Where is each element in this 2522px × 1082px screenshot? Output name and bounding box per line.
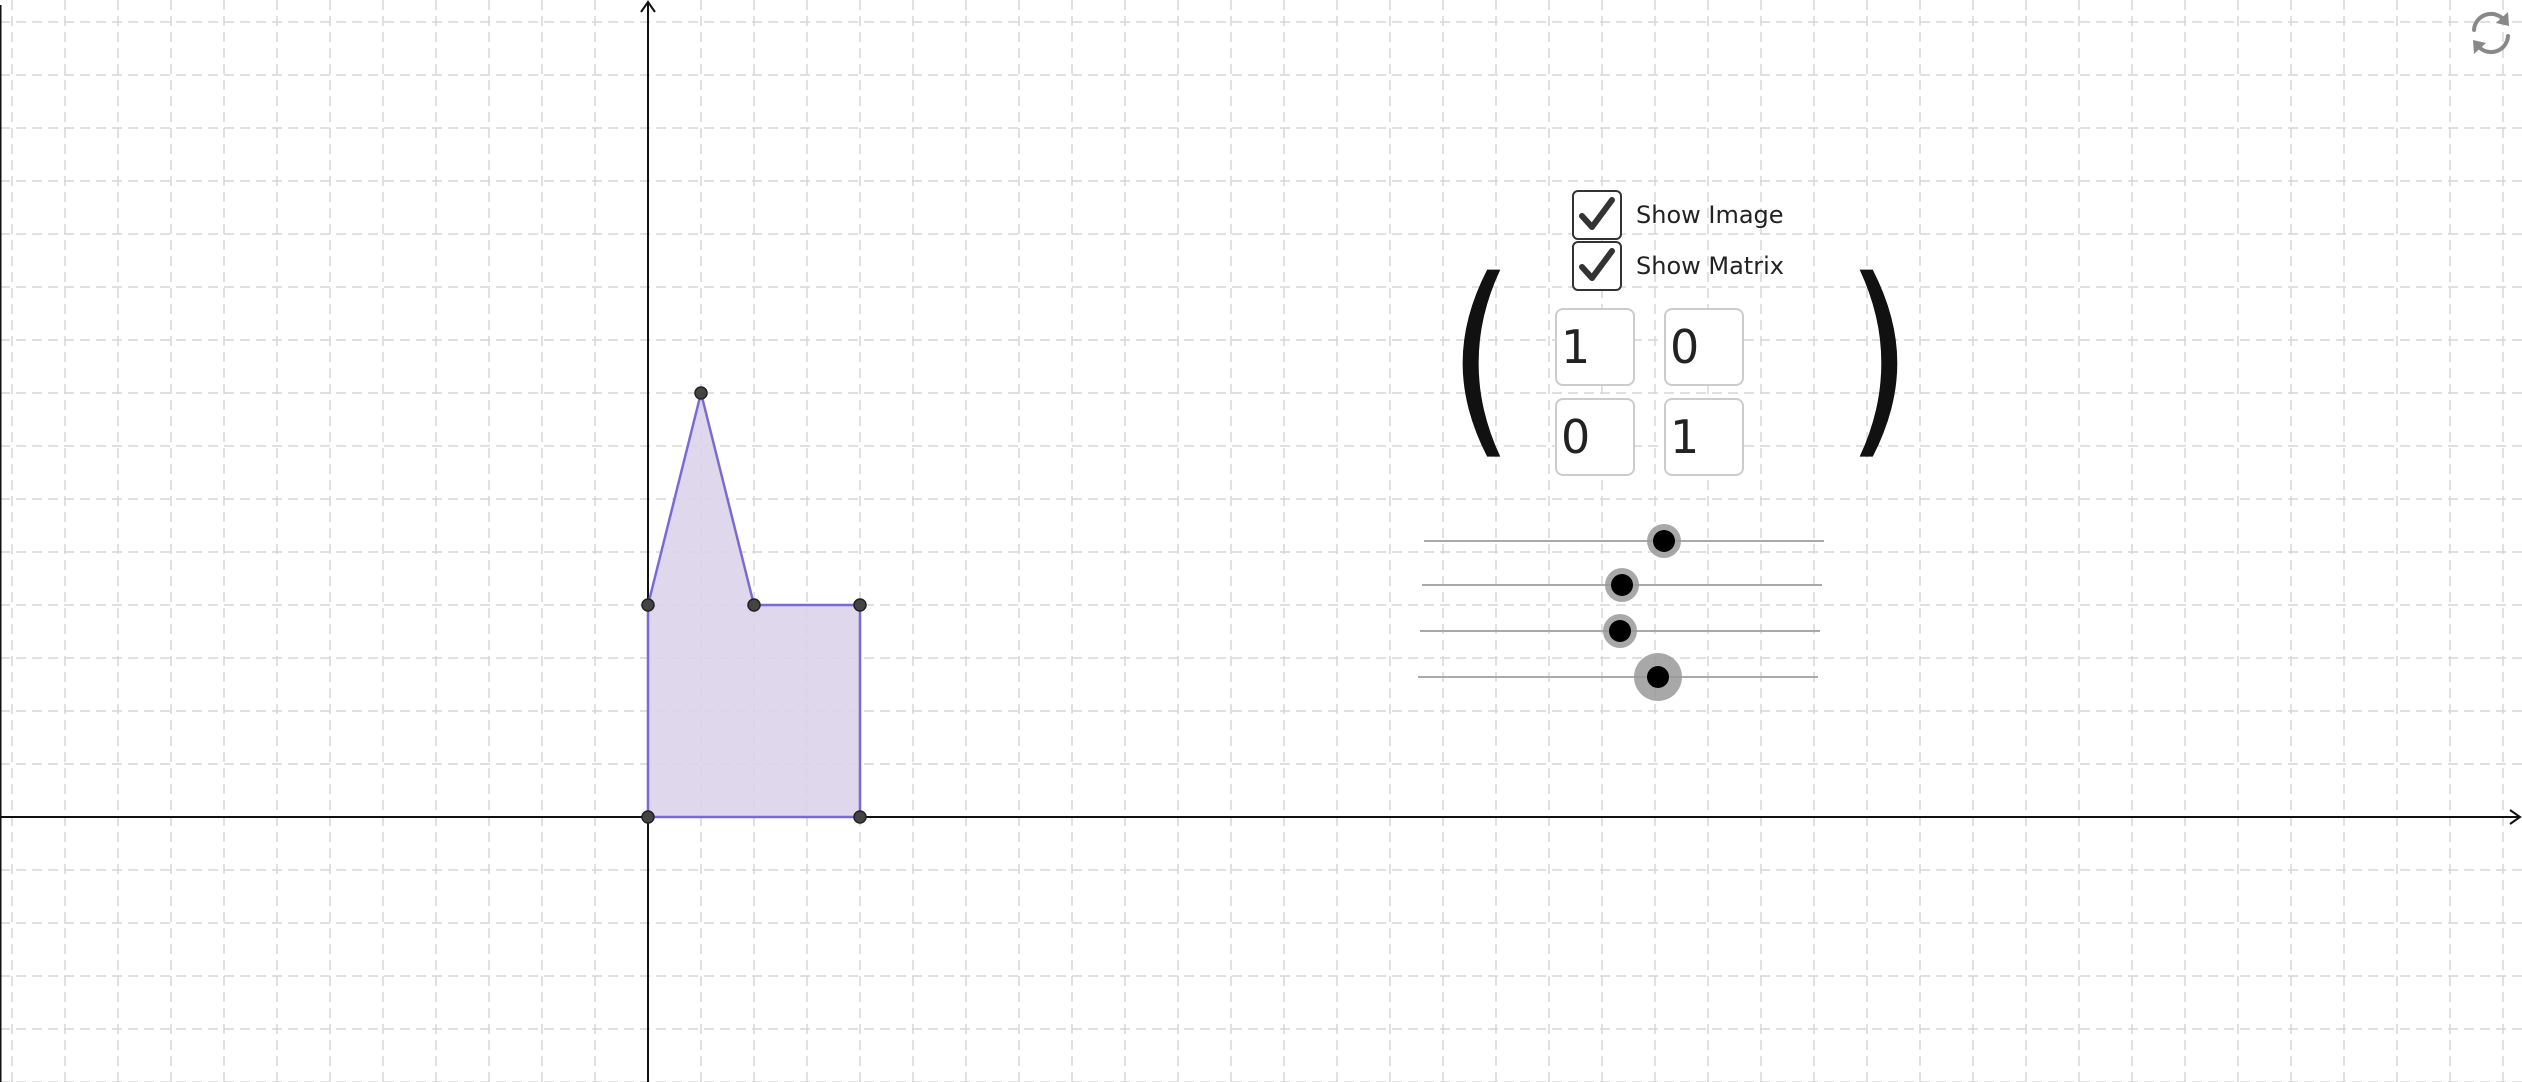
polygon-vertex-point (853, 598, 867, 612)
slider-a21-knob (1609, 620, 1631, 642)
y-axis-arrow (640, 0, 656, 13)
show-image-checkbox-box[interactable] (1572, 190, 1622, 240)
matrix-cell-a12[interactable] (1664, 308, 1744, 386)
slider-layer (1418, 524, 1824, 701)
show-matrix-checkbox[interactable]: Show Matrix (1572, 240, 1784, 292)
matrix-left-parenthesis: ( (1448, 234, 1514, 479)
polygon-vertex-point (641, 598, 655, 612)
reset-icon[interactable] (2464, 6, 2518, 60)
polygon-vertex-point (694, 386, 708, 400)
show-matrix-checkbox-box[interactable] (1572, 241, 1622, 291)
checkmark-icon (1579, 197, 1615, 230)
slider-a22-knob (1647, 666, 1669, 688)
polygon-vertex-point (747, 598, 761, 612)
matrix-cell-a22[interactable] (1664, 398, 1744, 476)
show-matrix-label: Show Matrix (1636, 252, 1784, 280)
polygon-vertex-point (641, 810, 655, 824)
polygon-vertex-point (853, 810, 867, 824)
slider-a22[interactable] (1418, 653, 1818, 701)
matrix-cell-a21[interactable] (1555, 398, 1635, 476)
polygon-layer (641, 386, 867, 824)
slider-a12-knob (1611, 574, 1633, 596)
matrix-cell-a11[interactable] (1555, 308, 1635, 386)
slider-a11-knob (1653, 530, 1675, 552)
show-image-checkbox[interactable]: Show Image (1572, 189, 1784, 241)
slider-a11[interactable] (1424, 524, 1824, 558)
checkmark-icon (1579, 248, 1615, 281)
slider-a21[interactable] (1420, 614, 1820, 648)
x-axis-arrow (2509, 809, 2522, 825)
slider-a12[interactable] (1422, 568, 1822, 602)
show-image-label: Show Image (1636, 201, 1784, 229)
matrix-right-parenthesis: ) (1846, 234, 1912, 479)
